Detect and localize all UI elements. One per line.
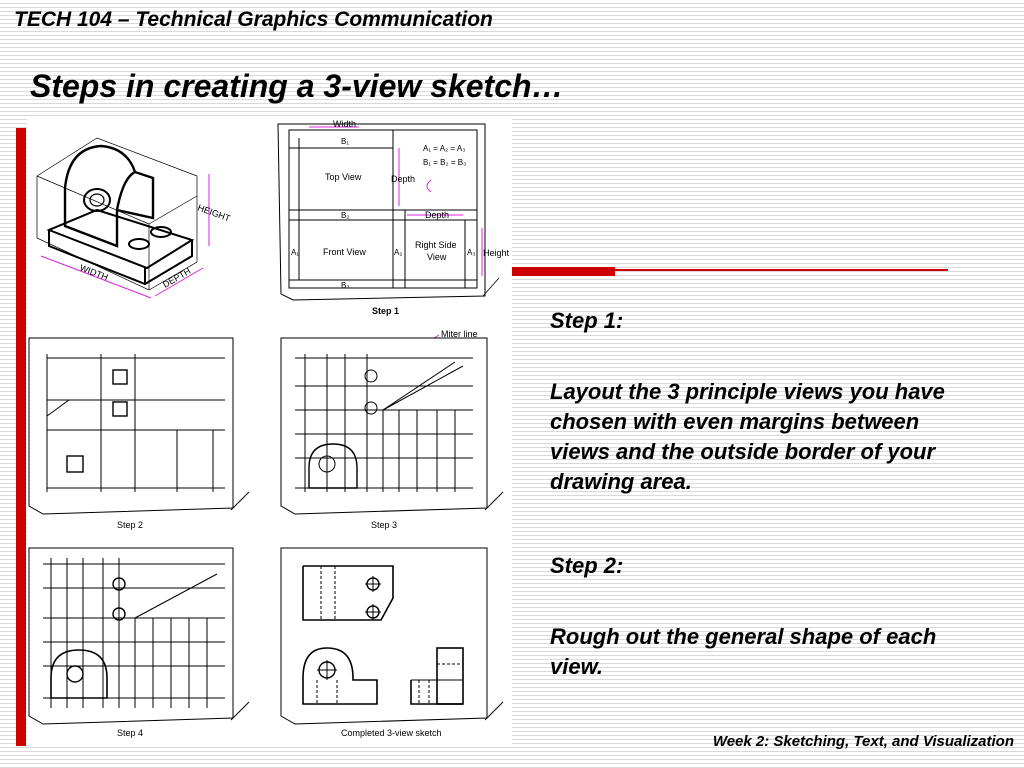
step2-panel (28, 337, 250, 515)
label-b3: B₃ (341, 281, 350, 290)
equation-b: B₁ = B₂ = B₃ (423, 158, 466, 167)
step3-panel (280, 337, 504, 515)
iso-depth-label: DEPTH (161, 266, 192, 290)
top-view-label: Top View (325, 172, 362, 182)
step2-caption: Step 2 (117, 520, 143, 530)
completed-panel (280, 547, 504, 725)
step3-caption: Step 3 (371, 520, 397, 530)
label-b1: B₁ (341, 137, 349, 146)
sketch-steps-figure: HEIGHT WIDTH DEPTH (27, 118, 512, 746)
step1-depth-top-label: Depth (391, 174, 415, 184)
label-a3: A₃ (467, 248, 476, 257)
accent-bar-horizontal-thick (512, 267, 615, 276)
step2-text: Rough out the general shape of each view… (550, 624, 937, 679)
step1-heading: Step 1: (550, 308, 624, 333)
iso-height-label: HEIGHT (196, 202, 232, 223)
step1-panel (277, 123, 500, 301)
isometric-part (36, 137, 198, 291)
step1-width-label: Width (333, 119, 356, 129)
step1-text: Layout the 3 principle views you have ch… (550, 379, 945, 494)
accent-bar-horizontal-thin (615, 269, 948, 271)
right-side-label-1: Right Side (415, 240, 457, 250)
course-title: TECH 104 – Technical Graphics Communicat… (14, 8, 493, 31)
right-side-label-2: View (427, 252, 447, 262)
step2-heading: Step 2: (550, 553, 624, 578)
label-a2: A₂ (394, 248, 402, 257)
front-view-label: Front View (323, 247, 366, 257)
iso-width-label: WIDTH (78, 263, 109, 283)
label-a1: A₁ (291, 248, 299, 257)
step4-panel (28, 547, 250, 725)
equation-a: A₁ = A₂ = A₃ (423, 144, 465, 153)
step4-caption: Step 4 (117, 728, 143, 738)
step1-depth-side-label: Depth (425, 210, 449, 220)
miter-line-label: Miter line (441, 329, 478, 339)
isometric-dimensions (40, 174, 210, 299)
slide-title: Steps in creating a 3-view sketch… (30, 68, 564, 104)
sketch-steps-illustration: HEIGHT WIDTH DEPTH (28, 119, 510, 738)
step1-height-label: Height (483, 248, 510, 258)
label-b2: B₂ (341, 211, 349, 220)
completed-caption: Completed 3-view sketch (341, 728, 442, 738)
step1-caption: Step 1 (372, 306, 399, 316)
accent-bar-vertical (16, 128, 26, 746)
footer-text: Week 2: Sketching, Text, and Visualizati… (712, 733, 1014, 750)
